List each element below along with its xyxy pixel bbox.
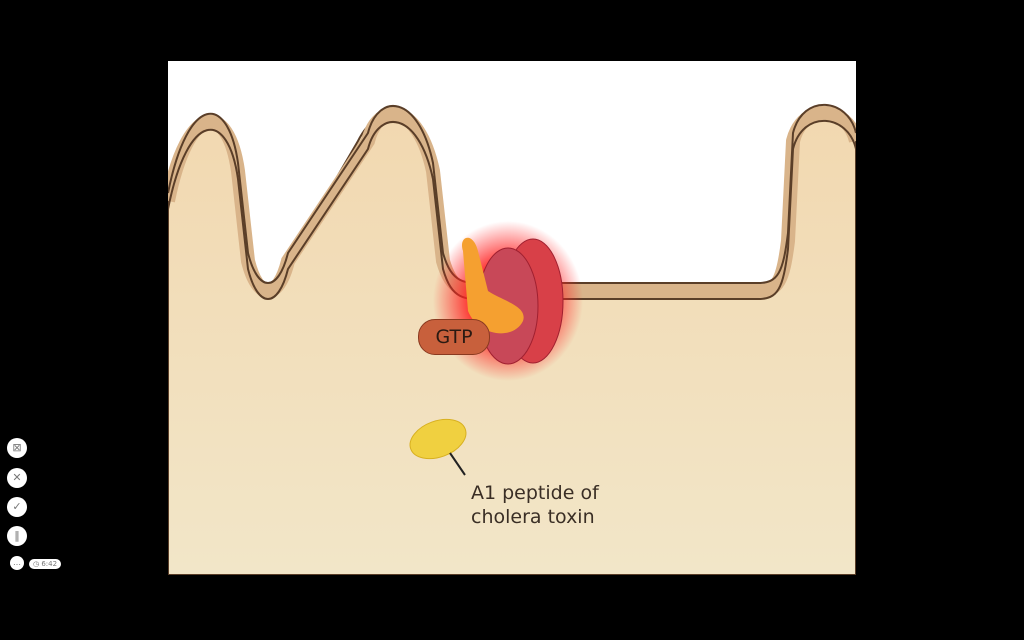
peptide-label-line1: A1 peptide of	[471, 482, 599, 504]
more-icon[interactable]: …	[10, 556, 24, 570]
peptide-label-line2: cholera toxin	[471, 506, 595, 528]
cell-membrane-diagram	[168, 103, 856, 575]
g-protein-arm	[461, 237, 524, 334]
timer-text: 6:42	[41, 560, 58, 568]
close-icon[interactable]: ✕	[7, 468, 27, 488]
gtp-label: GTP	[418, 319, 490, 355]
a1-peptide	[409, 418, 467, 460]
pause-icon[interactable]: ‖	[7, 526, 27, 546]
camera-off-icon[interactable]: ⊠	[7, 438, 27, 458]
timer-badge: ◷ 6:42	[29, 559, 62, 569]
check-icon[interactable]: ✓	[7, 497, 27, 517]
